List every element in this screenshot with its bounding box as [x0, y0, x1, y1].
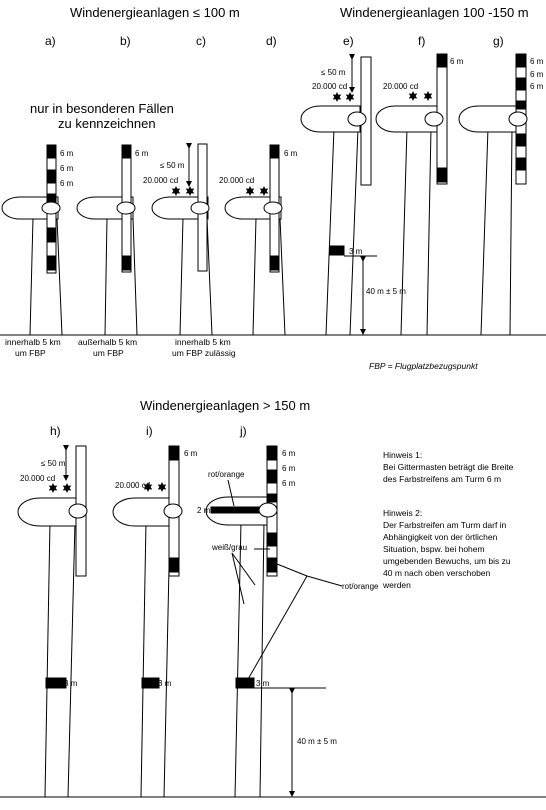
caption-a-line2: um FBP — [15, 348, 46, 358]
heading-group-1: Windenergieanlagen ≤ 100 m — [70, 5, 240, 20]
j-three-m: 3 m — [256, 679, 270, 688]
letter-a: a) — [45, 34, 56, 48]
e-light-1 — [332, 92, 342, 102]
f-light-1 — [408, 91, 418, 101]
a-six-m-3: 6 m — [60, 179, 74, 188]
letter-g: g) — [493, 34, 504, 48]
turbine-g: 6 m 6 m 6 m — [458, 53, 544, 336]
letter-b: b) — [120, 34, 131, 48]
j-height-label: 40 m ± 5 m — [297, 737, 337, 746]
j-six-m-1: 6 m — [282, 449, 296, 458]
letter-c: c) — [196, 34, 206, 48]
turbine-e: ≤ 50 m 20.000 cd 3 m 40 m ± 5 m — [300, 54, 406, 336]
c-light-1 — [171, 186, 181, 196]
j-six-m-2: 6 m — [282, 464, 296, 473]
d-light-2 — [259, 186, 269, 196]
turbine-d: 6 m 20.000 cd — [219, 144, 298, 336]
letter-f: f) — [418, 34, 425, 48]
heading-group-3: Windenergieanlagen > 150 m — [140, 398, 310, 413]
f-cd: 20.000 cd — [383, 82, 418, 91]
hint-1-line1: Bei Gittermasten beträgt die Breite — [383, 462, 514, 472]
a-six-m-1: 6 m — [60, 149, 74, 158]
hint-2-line4: umgebenden Bewuchs, um bis zu — [383, 556, 511, 566]
f-light-2 — [423, 91, 433, 101]
hint-2-line5: 40 m nach oben verschoben — [383, 568, 491, 578]
j-rot-orange-bottom: rot/orange — [342, 582, 379, 591]
hint-2-title: Hinweis 2: — [383, 508, 422, 518]
caption-a-line1: innerhalb 5 km — [5, 337, 61, 347]
c-cd: 20.000 cd — [143, 176, 178, 185]
i-cd: 20.000 cd — [115, 481, 150, 490]
h-three-m: 3 m — [64, 679, 78, 688]
i-six-m: 6 m — [184, 449, 198, 458]
h-light-1 — [48, 483, 58, 493]
note-special-line2: zu kennzeichnen — [58, 116, 156, 131]
a-six-m-2: 6 m — [60, 164, 74, 173]
e-three-m: 3 m — [349, 247, 363, 256]
caption-b-line2: um FBP — [93, 348, 124, 358]
turbine-f: 6 m 20.000 cd — [375, 53, 464, 336]
fbp-legend: FBP = Flugplatzbezugspunkt — [369, 361, 478, 371]
e-height-label: 40 m ± 5 m — [366, 287, 406, 296]
d-cd: 20.000 cd — [219, 176, 254, 185]
letter-h: h) — [50, 424, 61, 438]
g-six-m-3: 6 m — [530, 82, 544, 91]
turbine-j: 6 m 6 m 6 m 2 m rot/orange weiß/grau rot… — [197, 445, 379, 798]
turbine-a: 6 m 6 m 6 m — [1, 144, 74, 336]
e-le-50m: ≤ 50 m — [321, 68, 346, 77]
hint-2-line2: Abhängigkeit von der örtlichen — [383, 532, 498, 542]
j-six-m-3: 6 m — [282, 479, 296, 488]
g-six-m-1: 6 m — [530, 57, 544, 66]
note-special-line1: nur in besonderen Fällen — [30, 101, 174, 116]
turbine-b: 6 m — [76, 144, 149, 336]
turbine-c: ≤ 50 m 20.000 cd — [143, 143, 213, 336]
letter-d: d) — [266, 34, 277, 48]
j-rot-orange-top: rot/orange — [208, 470, 245, 479]
c-le-50m: ≤ 50 m — [160, 161, 185, 170]
hint-1-title: Hinweis 1: — [383, 450, 422, 460]
letter-i: i) — [146, 424, 153, 438]
e-light-2 — [345, 92, 355, 102]
b-six-m: 6 m — [135, 149, 149, 158]
letter-j: j) — [239, 424, 247, 438]
c-light-2 — [185, 186, 195, 196]
hint-1-line2: des Farbstreifens am Turm 6 m — [383, 474, 501, 484]
f-six-m: 6 m — [450, 57, 464, 66]
d-six-m: 6 m — [284, 149, 298, 158]
hint-2-line1: Der Farbstreifen am Turm darf in — [383, 520, 507, 530]
turbine-i: 6 m 20.000 cd 3 m — [112, 445, 198, 798]
i-three-m: 3 m — [158, 679, 172, 688]
caption-c-line1: innerhalb 5 km — [175, 337, 231, 347]
hint-2-line3: Situation, bspw. bei hohem — [383, 544, 485, 554]
h-cd: 20.000 cd — [20, 474, 55, 483]
letter-e: e) — [343, 34, 354, 48]
turbine-h: ≤ 50 m 20.000 cd 3 m — [17, 445, 88, 798]
j-weiss-grau: weiß/grau — [211, 543, 247, 552]
caption-c-line2: um FBP zulässig — [172, 348, 236, 358]
hint-2-line6: werden — [382, 580, 411, 590]
h-light-2 — [62, 483, 72, 493]
j-two-m: 2 m — [197, 506, 211, 515]
caption-b-line1: außerhalb 5 km — [78, 337, 137, 347]
d-light-1 — [245, 186, 255, 196]
heading-group-2: Windenergieanlagen 100 -150 m — [340, 5, 529, 20]
i-light-2 — [157, 482, 167, 492]
g-six-m-2: 6 m — [530, 70, 544, 79]
h-le-50m: ≤ 50 m — [41, 459, 66, 468]
e-cd: 20.000 cd — [312, 82, 347, 91]
